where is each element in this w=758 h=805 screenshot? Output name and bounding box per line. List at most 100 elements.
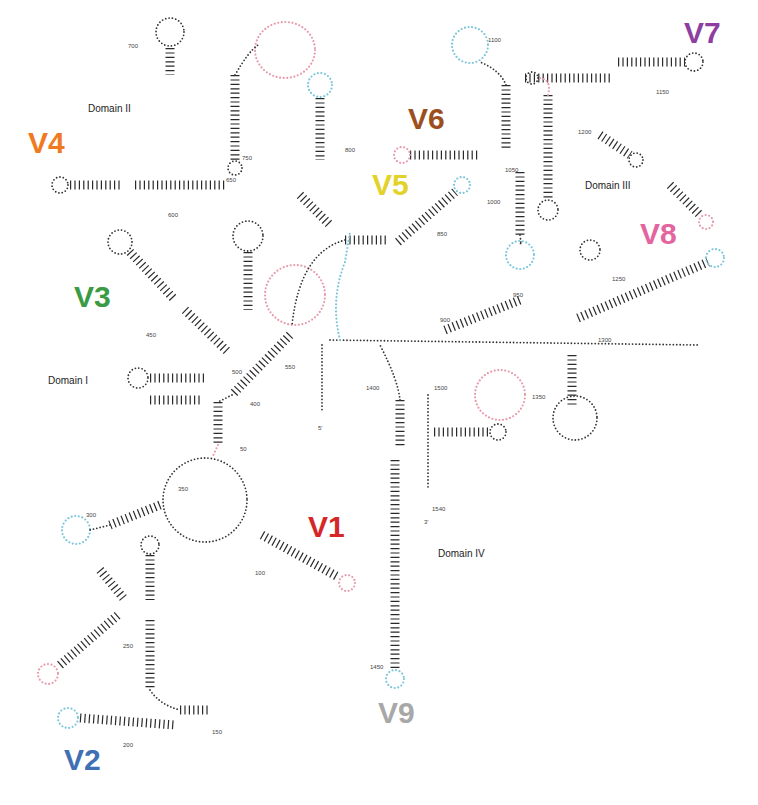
region-label: V7: [684, 18, 721, 48]
position-number: 5': [318, 425, 322, 431]
highlight-band: [120, 245, 228, 352]
region-label-holder: V2: [64, 745, 101, 775]
domain-label: Domain II: [88, 104, 131, 114]
region-label-holder: V1: [308, 512, 345, 542]
region-fill: [388, 0, 756, 490]
position-number: 3': [424, 519, 428, 525]
variable-region-shape: [558, 241, 732, 337]
position-number-holder: 850: [437, 222, 447, 240]
position-number: 1450: [370, 664, 383, 670]
domain-region-shape: [50, 5, 470, 245]
position-number-holder: 400: [250, 392, 260, 410]
region-label-holder: V7: [684, 18, 721, 48]
position-number: 750: [242, 155, 252, 161]
domain-label-holder: Domain I: [48, 370, 88, 388]
position-number-holder: 700: [128, 34, 138, 52]
domain-region: Domain III V7V6V8: [388, 0, 756, 490]
position-number-holder: 500: [232, 360, 242, 378]
variable-region: V5: [383, 176, 472, 257]
position-number-holder: 900: [440, 308, 450, 326]
position-number-holder: 1450: [370, 655, 383, 673]
domain-region-shape: [360, 338, 500, 690]
region-label: V5: [372, 170, 409, 200]
position-number-holder: 1150: [656, 80, 669, 98]
position-number: 550: [285, 364, 295, 370]
position-number-holder: 1000: [487, 190, 500, 208]
domain-region: Domain I V3V1V2: [22, 152, 362, 802]
domain-region: Domain IVV9: [360, 338, 500, 690]
variable-region-shape: [104, 229, 244, 368]
position-number: 200: [123, 742, 133, 748]
region-label: V4: [28, 128, 65, 158]
variable-region: V1: [247, 520, 355, 593]
position-number-holder: 250: [123, 634, 133, 652]
variable-region: V3: [104, 229, 244, 368]
region-label-holder: V6: [408, 104, 445, 134]
region-label-holder: V9: [378, 698, 415, 728]
position-number-holder: 1400: [366, 376, 379, 394]
position-number: 650: [226, 177, 236, 183]
variable-region-shape: [47, 170, 245, 200]
region-label-holder: V3: [74, 282, 111, 312]
domain-label-holder: Domain III: [585, 175, 631, 193]
position-number-holder: 450: [146, 323, 156, 341]
position-number-holder: 950: [513, 283, 523, 301]
variable-region: V6: [388, 114, 496, 169]
position-number-holder: 1540: [432, 497, 445, 515]
position-number-holder: 150: [212, 720, 222, 738]
position-number-holder: 200: [123, 733, 133, 751]
variable-region: V4: [47, 170, 245, 200]
variable-region-shape: [379, 439, 411, 699]
variable-region: V8: [558, 241, 732, 337]
position-number-holder: 1350: [532, 385, 545, 403]
position-number: 800: [345, 147, 355, 153]
position-number: 100: [255, 570, 265, 576]
region-label: V6: [408, 104, 445, 134]
helix-stems: [60, 48, 708, 725]
position-number: 250: [123, 643, 133, 649]
highlight-band: [62, 170, 230, 200]
position-number-holder: 1050: [505, 158, 518, 176]
region-fill: [50, 5, 470, 245]
domain-label: Domain III: [585, 181, 631, 191]
variable-region: V9: [379, 439, 411, 699]
region-label: V8: [640, 219, 677, 249]
position-number-holder: 5': [318, 416, 322, 434]
position-number: 1250: [612, 276, 625, 282]
domain-label: Domain I: [48, 376, 88, 386]
variable-region: V2: [61, 701, 187, 775]
highlight-band: [615, 46, 690, 78]
position-number: 1200: [578, 129, 591, 135]
region-label: V9: [378, 698, 415, 728]
position-number-holder: 3': [424, 510, 428, 528]
region-fill: [360, 338, 500, 690]
highlight-band: [575, 258, 715, 320]
position-number: 150: [212, 729, 222, 735]
domain-region-shape: [388, 0, 756, 490]
position-number-holder: 100: [255, 561, 265, 579]
position-number: 50: [240, 446, 247, 452]
position-number-holder: 750: [242, 146, 252, 164]
position-number: 1540: [432, 506, 445, 512]
region-label-holder: V8: [640, 219, 677, 249]
region-label: V1: [308, 512, 345, 542]
loops-and-backbone: [38, 18, 724, 728]
highlight-band: [379, 455, 411, 683]
position-number: 1000: [487, 199, 500, 205]
position-number-holder: 650: [226, 168, 236, 186]
position-number: 450: [146, 332, 156, 338]
position-number: 1100: [488, 37, 501, 43]
position-number-holder: 550: [285, 355, 295, 373]
position-number-holder: 1200: [578, 120, 591, 138]
position-number: 400: [250, 401, 260, 407]
position-number: 950: [513, 292, 523, 298]
variable-region: V7: [599, 46, 706, 78]
domain-region: Domain II V4 V5: [50, 5, 470, 245]
position-number: 1350: [532, 394, 545, 400]
position-number: 300: [86, 512, 96, 518]
position-number-holder: 300: [86, 503, 96, 521]
position-number: 500: [232, 369, 242, 375]
position-number: 850: [437, 231, 447, 237]
